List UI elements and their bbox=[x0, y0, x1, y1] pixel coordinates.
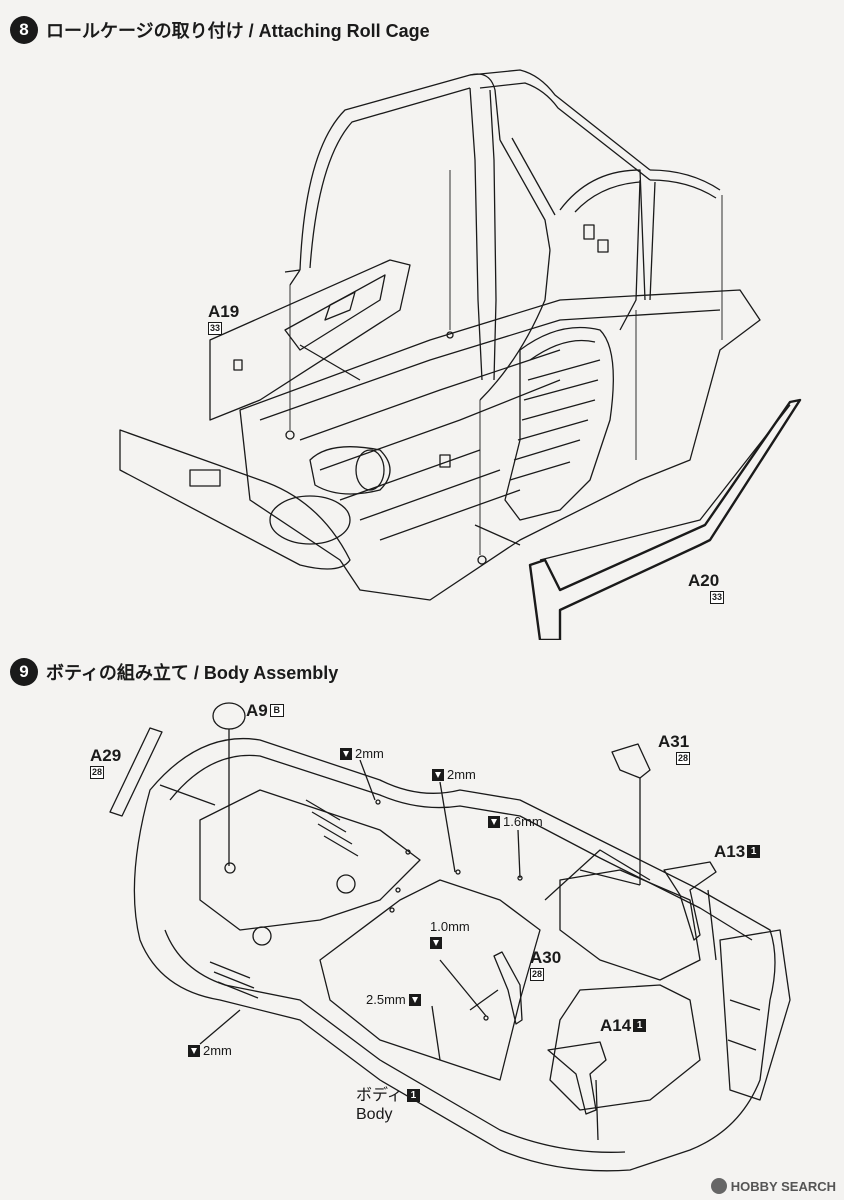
drill-1-6mm: 1.6mm bbox=[488, 814, 543, 829]
a20-door-panel bbox=[528, 398, 802, 640]
a29-strip bbox=[109, 727, 163, 817]
step-8-title: ロールケージの取り付け / Attaching Roll Cage bbox=[46, 21, 430, 41]
step-8-number: 8 bbox=[10, 16, 38, 44]
part-a31-runner: 28 bbox=[676, 752, 691, 765]
drill-2mm-a: 2mm bbox=[340, 746, 384, 761]
drill-icon bbox=[430, 937, 442, 949]
a9-cap bbox=[212, 702, 246, 730]
drill-icon bbox=[340, 747, 352, 760]
body-shell bbox=[133, 737, 776, 1172]
runner-badge: 33 bbox=[710, 591, 725, 604]
body-label: ボディ 1 Body bbox=[356, 1086, 420, 1124]
runner-badge: B bbox=[269, 704, 284, 717]
runner-badge: 28 bbox=[90, 766, 105, 779]
a13-piece bbox=[663, 861, 717, 941]
drill-1-0mm-icon bbox=[430, 937, 442, 949]
dashboard bbox=[119, 429, 351, 570]
part-a19-runner: 33 bbox=[208, 322, 223, 335]
body-label-jp: ボディ bbox=[356, 1087, 403, 1104]
roll-cage-diagram bbox=[119, 69, 802, 640]
part-a14-label: A14 1 bbox=[600, 1017, 647, 1034]
drill-2-5mm: 2.5mm bbox=[366, 992, 421, 1007]
step-9-header: 9 ボティの組み立て / Body Assembly bbox=[10, 658, 338, 686]
step-9-title: ボティの組み立て / Body Assembly bbox=[46, 663, 339, 683]
a14-piece bbox=[547, 1041, 607, 1115]
runner-badge: 1 bbox=[406, 1089, 420, 1102]
runner-badge: 28 bbox=[530, 968, 545, 981]
drill-2mm-c: 2mm bbox=[188, 1043, 232, 1058]
a31-piece bbox=[611, 743, 651, 779]
drill-icon bbox=[408, 993, 421, 1006]
body-label-en: Body bbox=[356, 1106, 393, 1123]
roll-cage-hoop-inner bbox=[309, 87, 471, 269]
part-a29-label: A29 bbox=[90, 746, 122, 765]
step-8-header: 8 ロールケージの取り付け / Attaching Roll Cage bbox=[10, 16, 430, 44]
a19-door-panel bbox=[209, 259, 411, 421]
drill-1-0mm: 1.0mm bbox=[430, 919, 470, 934]
hobby-search-logo-icon bbox=[710, 1178, 727, 1194]
part-a19-label: A19 bbox=[208, 302, 240, 321]
part-a30-label: A30 bbox=[530, 948, 562, 967]
part-a29-runner: 28 bbox=[90, 766, 105, 779]
drill-2mm-b: 2mm bbox=[432, 767, 476, 782]
roll-cage-main-hoop bbox=[299, 73, 501, 271]
step-9-number: 9 bbox=[10, 658, 38, 686]
drill-icon bbox=[488, 815, 500, 828]
runner-badge: 1 bbox=[747, 845, 761, 858]
part-a20-label: A20 bbox=[688, 571, 720, 590]
a30-piece bbox=[493, 951, 523, 1025]
part-a20-runner: 33 bbox=[710, 591, 725, 604]
part-a13-label: A13 1 bbox=[714, 843, 761, 860]
fuel-tank bbox=[309, 446, 391, 495]
part-a30-runner: 28 bbox=[530, 968, 545, 981]
runner-badge: 33 bbox=[208, 322, 223, 335]
part-a9-label: A9 B bbox=[246, 702, 284, 719]
drill-icon bbox=[432, 768, 444, 781]
runner-badge: 28 bbox=[676, 752, 691, 765]
bucket-seat bbox=[504, 326, 614, 521]
part-a31-label: A31 bbox=[658, 732, 690, 751]
drill-icon bbox=[188, 1044, 200, 1057]
watermark: HOBBY SEARCH bbox=[710, 1178, 836, 1194]
runner-badge: 1 bbox=[633, 1019, 647, 1032]
floor-pan bbox=[239, 289, 761, 601]
